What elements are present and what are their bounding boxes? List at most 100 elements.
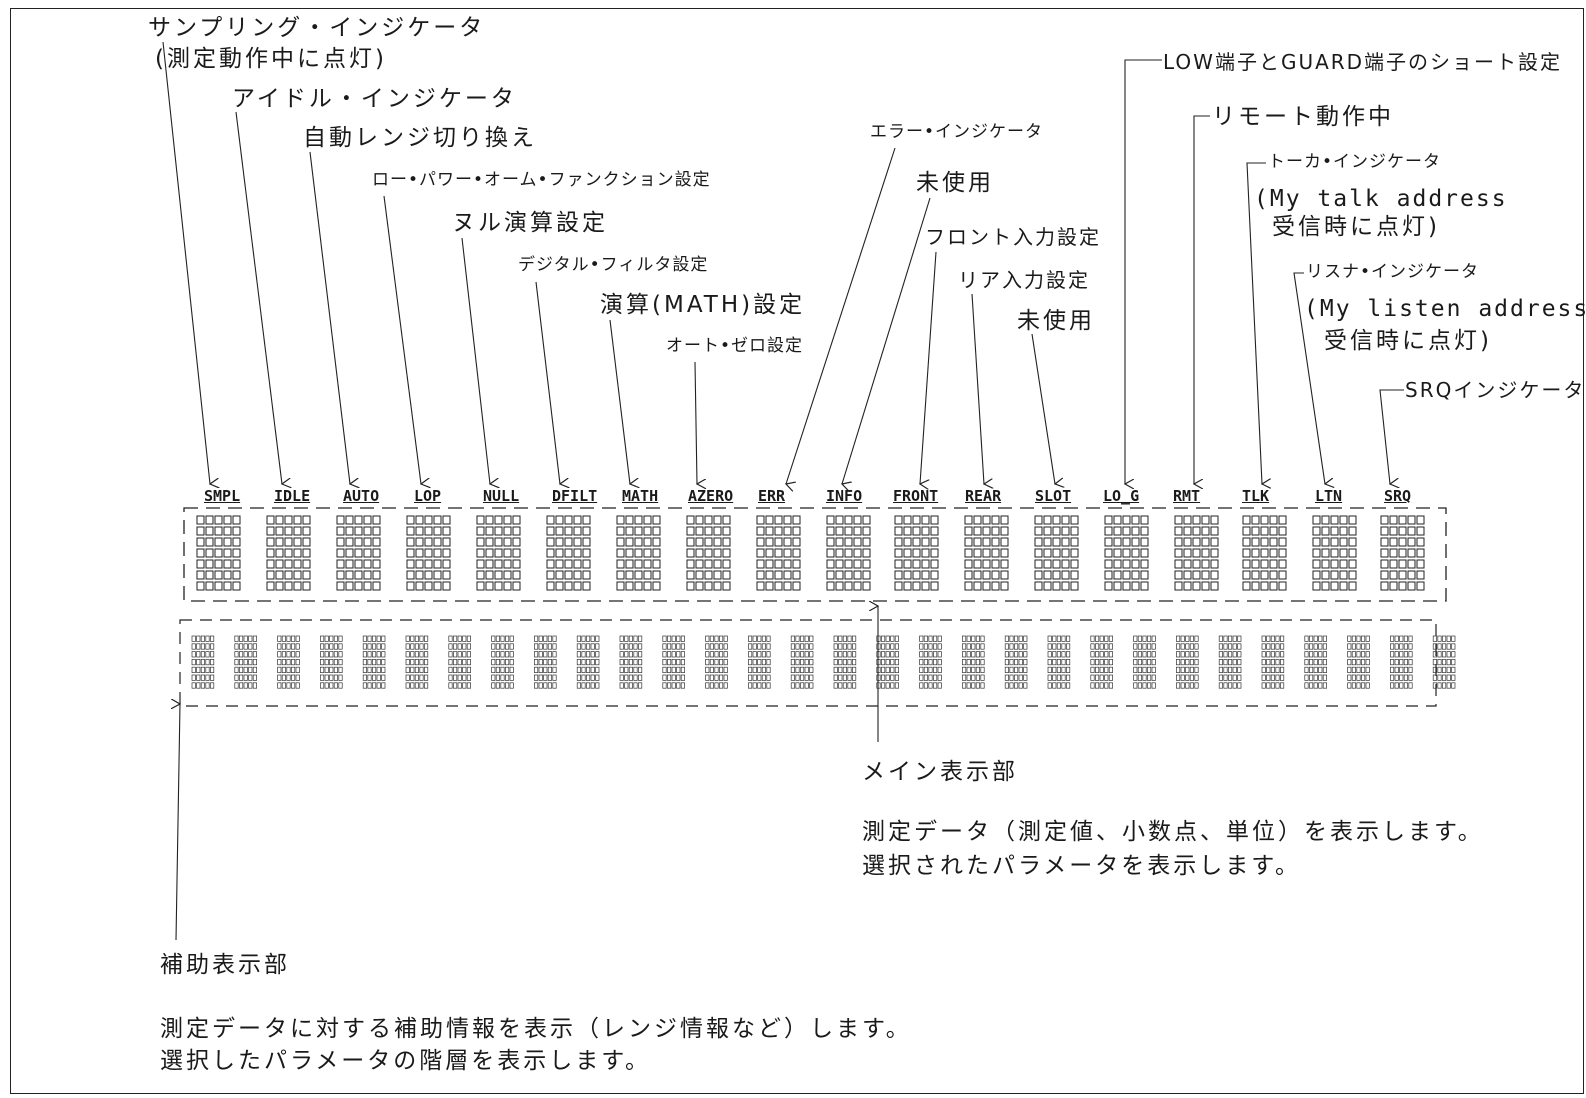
main-display-title: メイン表示部 — [862, 759, 1018, 785]
sub-display-cell — [1004, 635, 1028, 689]
diagram-frame — [10, 8, 1584, 1094]
sub-display-line-2: 選択したパラメータの階層を表示します。 — [160, 1048, 652, 1074]
annotation-rmt: リモート動作中 — [1212, 104, 1394, 130]
leader-line-slot — [1031, 333, 1055, 484]
indicator-label-slot: SLOT — [1035, 487, 1072, 505]
annotation-lop: ロー•パワー•オーム•ファンクション設定 — [372, 170, 711, 190]
indicator-label-idle: IDLE — [274, 487, 311, 505]
leader-line-err — [786, 147, 896, 484]
indicator-cell-idle — [266, 515, 311, 591]
annotation-tlk: トーカ•インジケータ — [1268, 152, 1442, 172]
sub-display-cell — [405, 635, 429, 689]
sub-display-cell — [1304, 635, 1327, 689]
sub-display-cell — [1347, 635, 1370, 689]
leader-line-rmt — [1194, 115, 1210, 484]
leader-line-azero — [694, 361, 697, 484]
annotation-srq: SRQインジケータ — [1405, 378, 1586, 402]
leader-line-lop — [383, 195, 421, 484]
indicator-label-azero: AZERO — [688, 487, 734, 505]
sub-display-cell — [491, 635, 514, 689]
leader-line-rear — [971, 293, 984, 484]
indicator-label-info: INFO — [826, 487, 863, 505]
sub-display-cell — [320, 635, 343, 689]
indicator-cell-ltn — [1312, 515, 1357, 591]
sub-display-cell — [534, 635, 557, 689]
main-display-line-1: 測定データ（測定値、小数点、単位）を表示します。 — [862, 819, 1484, 845]
indicator-label-rmt: RMT — [1173, 487, 1201, 505]
indicator-label-lo-g: LO_G — [1103, 487, 1140, 505]
indicator-cell-lo-g — [1104, 515, 1149, 591]
indicator-label-err: ERR — [758, 487, 786, 505]
indicator-cell-err — [756, 515, 801, 591]
annotation-azero: オート•ゼロ設定 — [666, 336, 804, 356]
leader-line-smpl — [162, 41, 210, 484]
leader-line-math — [609, 319, 630, 484]
annotation-front: フロント入力設定 — [925, 225, 1101, 249]
annotation-log: LOW端子とGUARD端子のショート設定 — [1163, 50, 1563, 74]
leader-line-log — [1125, 59, 1162, 484]
indicator-label-lop: LOP — [414, 487, 442, 505]
sub-display-cell — [1133, 635, 1156, 689]
annotation-math: 演算(MATH)設定 — [600, 292, 806, 318]
indicator-label-ltn: LTN — [1315, 487, 1343, 505]
sub-display-cell — [1432, 635, 1456, 689]
annotation-ltn: リスナ•インジケータ — [1306, 262, 1480, 282]
annotation-idle: アイドル・インジケータ — [232, 86, 517, 112]
sub-display-cell — [662, 635, 685, 689]
annotation-smpl-note: (測定動作中に点灯) — [155, 46, 387, 72]
sub-display-cell — [277, 635, 300, 689]
sub-display-cell — [576, 635, 600, 689]
sub-display-cell — [1047, 635, 1071, 689]
sub-display-cell — [234, 635, 257, 689]
leader-line-idle — [235, 111, 282, 484]
indicator-cell-info — [826, 515, 871, 591]
annotation-dfilt: デジタル•フィルタ設定 — [518, 255, 709, 275]
sub-display-cell — [1176, 635, 1199, 689]
sub-display-cell — [705, 635, 728, 689]
indicator-label-null: NULL — [483, 487, 520, 505]
annotation-tlk-note2: 受信時に点灯) — [1272, 214, 1440, 240]
annotation-slot: 未使用 — [1017, 308, 1095, 334]
indicator-cell-dfilt — [546, 515, 591, 591]
annotation-ltn-note: (My listen address — [1304, 296, 1586, 322]
sub-display-cell — [919, 635, 942, 689]
annotation-rear: リア入力設定 — [958, 268, 1090, 292]
sub-display-cell — [1218, 635, 1242, 689]
indicator-cell-srq — [1380, 515, 1425, 591]
sub-display-line-1: 測定データに対する補助情報を表示（レンジ情報など）します。 — [160, 1016, 912, 1042]
sub-display-cell — [1261, 635, 1285, 689]
sub-display-cell — [448, 635, 471, 689]
sub-display-cell — [790, 635, 814, 689]
annotation-tlk-note: (My talk address — [1254, 186, 1508, 212]
sub-display-frame — [179, 619, 1437, 707]
annotation-info: 未使用 — [916, 170, 994, 196]
sub-display-cell — [362, 635, 386, 689]
indicator-cell-auto — [336, 515, 381, 591]
leader-line-auto — [309, 151, 350, 484]
indicator-cell-lop — [406, 515, 451, 591]
indicator-area-frame — [183, 507, 1447, 602]
leader-line-dfilt — [535, 281, 560, 484]
leader-line-front — [920, 251, 937, 484]
sub-display-title: 補助表示部 — [160, 952, 290, 978]
annotation-smpl: サンプリング・インジケータ — [148, 15, 486, 41]
indicator-label-rear: REAR — [965, 487, 1002, 505]
indicator-cell-smpl — [196, 515, 241, 591]
annotation-ltn-note2: 受信時に点灯) — [1324, 328, 1492, 354]
sub-display-cell — [962, 635, 985, 689]
leader-line-ltn — [1293, 272, 1325, 484]
indicator-cell-rear — [964, 515, 1009, 591]
indicator-label-dfilt: DFILT — [552, 487, 598, 505]
sub-display-cell — [1390, 635, 1413, 689]
annotation-auto: 自動レンジ切り換え — [303, 125, 537, 151]
leader-line-tlk — [1246, 162, 1266, 484]
sub-display-cell — [1090, 635, 1113, 689]
annotation-null: ヌル演算設定 — [452, 210, 608, 236]
sub-display-cell — [748, 635, 771, 689]
indicator-label-tlk: TLK — [1242, 487, 1270, 505]
leader-line-sub-display — [176, 704, 180, 941]
sub-display-cell — [191, 635, 215, 689]
leader-line-srq — [1379, 389, 1404, 484]
